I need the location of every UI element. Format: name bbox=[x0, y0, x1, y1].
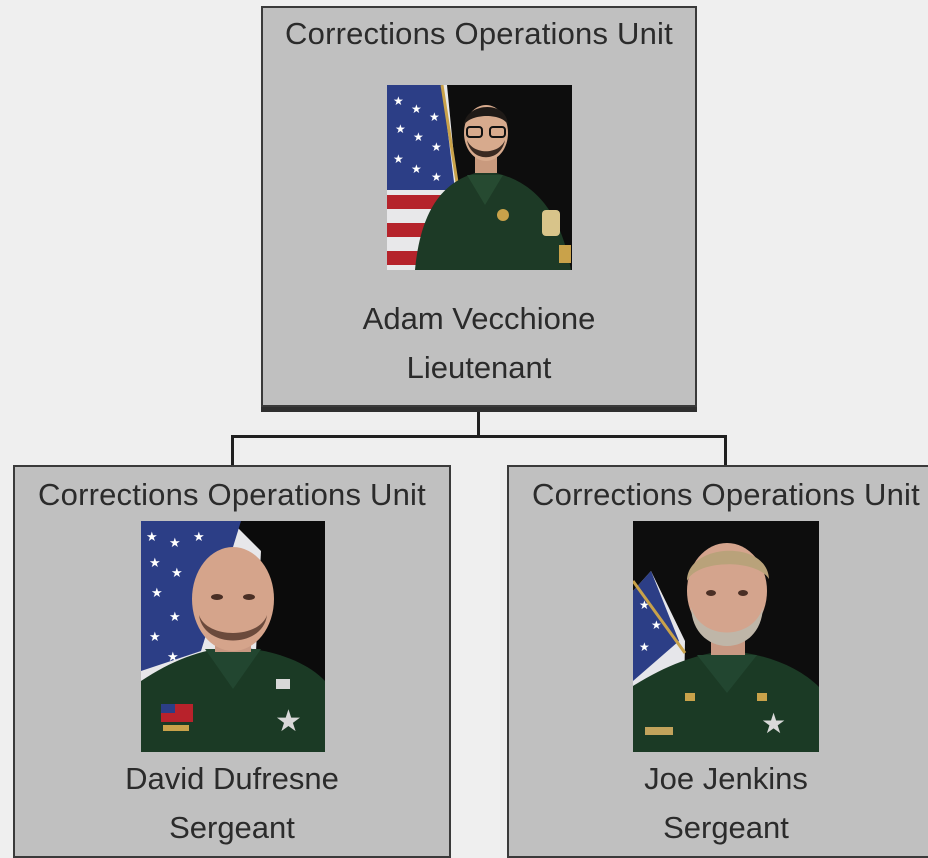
org-box-sergeant-left: Corrections Operations Unit ★ ★ ★ ★ ★ ★ ★ ★ ★ … bbox=[13, 465, 451, 858]
svg-text:★: ★ bbox=[169, 609, 181, 624]
svg-text:★: ★ bbox=[393, 94, 404, 108]
person-rank: Sergeant bbox=[169, 810, 295, 845]
svg-text:★: ★ bbox=[639, 640, 650, 654]
svg-text:★: ★ bbox=[171, 565, 183, 580]
svg-text:★: ★ bbox=[413, 130, 424, 144]
person-name: Joe Jenkins bbox=[644, 761, 808, 796]
svg-text:★: ★ bbox=[639, 598, 650, 612]
person-rank: Sergeant bbox=[663, 810, 789, 845]
unit-title: Corrections Operations Unit bbox=[285, 16, 673, 51]
connector-horizontal bbox=[231, 435, 727, 438]
svg-text:★: ★ bbox=[429, 110, 440, 124]
svg-text:★: ★ bbox=[146, 529, 158, 544]
portrait-lieutenant-image: ★ ★ ★ ★ ★ ★ ★ ★ ★ bbox=[387, 85, 572, 270]
svg-text:★: ★ bbox=[167, 649, 179, 664]
connector-vertical-left bbox=[231, 435, 234, 467]
svg-text:★: ★ bbox=[431, 170, 442, 184]
unit-title: Corrections Operations Unit bbox=[38, 477, 426, 512]
svg-text:★: ★ bbox=[411, 102, 422, 116]
org-box-sergeant-right: Corrections Operations Unit ★★★ ★ Joe Je… bbox=[507, 465, 928, 858]
svg-text:★: ★ bbox=[275, 705, 302, 738]
portrait-photo: ★ ★ ★ ★ ★ ★ ★ ★ ★ bbox=[387, 85, 572, 270]
connector-vertical-right bbox=[724, 435, 727, 467]
portrait-sergeant-right-image: ★★★ ★ bbox=[633, 521, 819, 752]
svg-text:★: ★ bbox=[395, 122, 406, 136]
unit-title: Corrections Operations Unit bbox=[532, 477, 920, 512]
svg-text:★: ★ bbox=[431, 140, 442, 154]
person-rank: Lieutenant bbox=[406, 350, 552, 385]
org-box-lieutenant: Corrections Operations Unit ★ ★ ★ ★ ★ ★ ★ ★ ★ bbox=[261, 6, 697, 407]
person-name: David Dufresne bbox=[125, 761, 339, 796]
svg-text:★: ★ bbox=[193, 529, 205, 544]
portrait-photo: ★ ★ ★ ★ ★ ★ ★ ★ ★ ★ bbox=[141, 521, 325, 752]
svg-text:★: ★ bbox=[149, 629, 161, 644]
svg-text:★: ★ bbox=[411, 162, 422, 176]
svg-text:★: ★ bbox=[149, 555, 161, 570]
svg-text:★: ★ bbox=[393, 152, 404, 166]
portrait-sergeant-left-image: ★ ★ ★ ★ ★ ★ ★ ★ ★ ★ bbox=[141, 521, 325, 752]
svg-text:★: ★ bbox=[169, 535, 181, 550]
svg-text:★: ★ bbox=[651, 618, 662, 632]
svg-text:★: ★ bbox=[151, 585, 163, 600]
person-name: Adam Vecchione bbox=[362, 301, 596, 336]
svg-text:★: ★ bbox=[761, 708, 786, 739]
portrait-photo: ★★★ ★ bbox=[633, 521, 819, 752]
connector-vertical-top bbox=[477, 412, 480, 437]
